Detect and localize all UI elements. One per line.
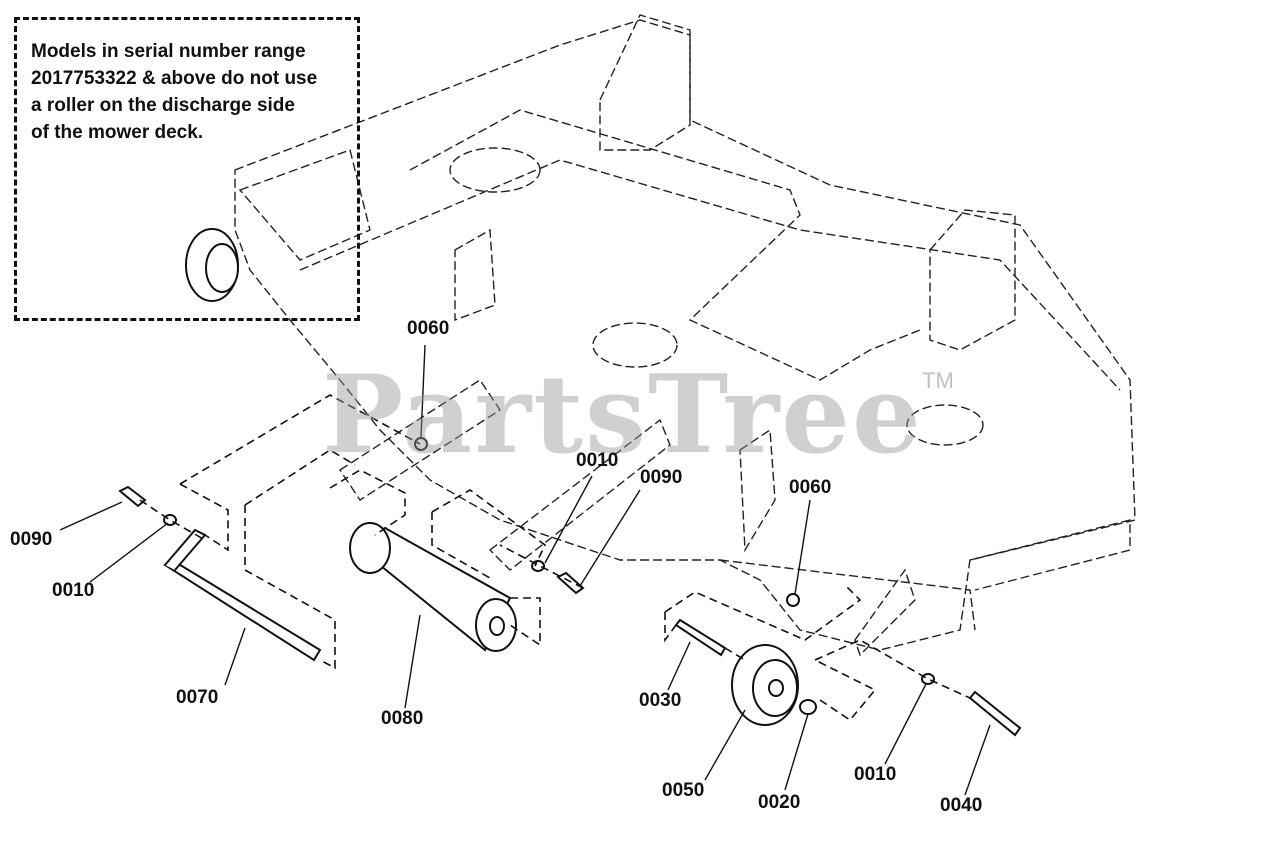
washer-right [921, 673, 935, 685]
watermark-trademark: TM [922, 368, 954, 393]
callout-0020[interactable]: 0020 [758, 792, 801, 813]
callout-0050[interactable]: 0050 [662, 780, 705, 801]
callout-0010-left[interactable]: 0010 [52, 580, 95, 601]
deck-outline [234, 14, 1136, 657]
callout-0040[interactable]: 0040 [940, 795, 983, 816]
callout-0010-right[interactable]: 0010 [854, 764, 897, 785]
note-line: of the mower deck. [31, 122, 204, 143]
callout-0080[interactable]: 0080 [381, 708, 424, 729]
nut-lower [786, 593, 800, 607]
callout-0010-center[interactable]: 0010 [576, 450, 619, 471]
solid-parts [118, 228, 1022, 737]
roller-shaft-hook [164, 528, 207, 571]
bolt-center [556, 571, 585, 595]
callout-0090-center[interactable]: 0090 [640, 467, 683, 488]
note-line: a roller on the discharge side [31, 95, 295, 116]
roller-end-far [349, 522, 391, 574]
serial-note: Models in serial number range 2017753322… [31, 38, 351, 146]
note-line: 2017753322 & above do not use [31, 68, 318, 89]
callout-0060-lower[interactable]: 0060 [789, 477, 832, 498]
roller-shaft [163, 558, 322, 662]
leader-lines [59, 344, 991, 796]
watermark-text: PartsTree [322, 352, 923, 478]
bolt-right [968, 690, 1022, 737]
nut-upper [414, 437, 428, 451]
axle [674, 618, 727, 657]
spacer [799, 699, 817, 715]
callout-0060-upper[interactable]: 0060 [407, 318, 450, 339]
serial-note-box: Models in serial number range 2017753322… [14, 17, 360, 321]
callout-0070[interactable]: 0070 [176, 687, 219, 708]
callout-0090-left[interactable]: 0090 [10, 529, 53, 550]
callout-0030[interactable]: 0030 [639, 690, 682, 711]
note-line: Models in serial number range [31, 41, 306, 62]
explode-lines [139, 394, 971, 722]
bolt-left [118, 485, 147, 508]
